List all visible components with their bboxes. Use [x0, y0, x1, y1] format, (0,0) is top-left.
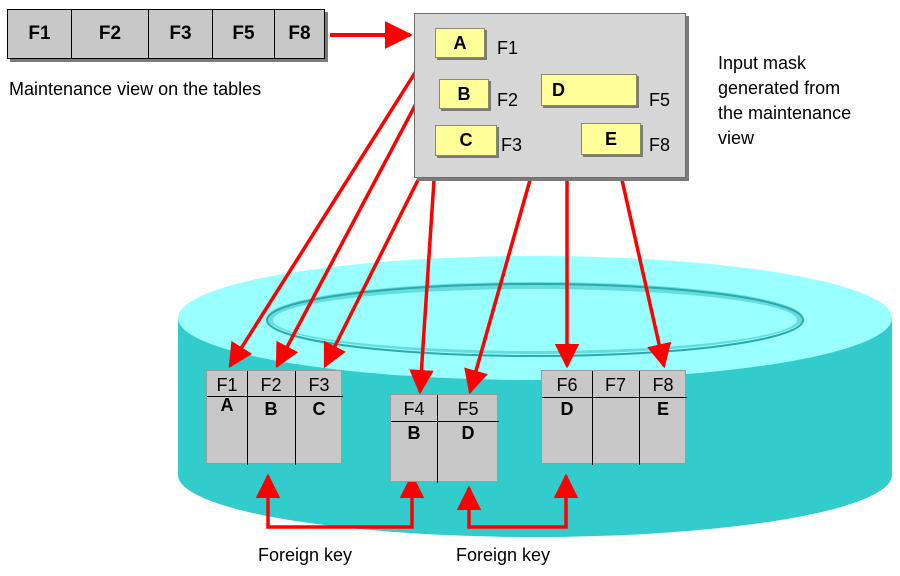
input-mask-caption-line: the maintenance — [718, 103, 852, 123]
column-value: C — [312, 399, 326, 419]
mask-field-label: F1 — [497, 38, 519, 58]
input-mask-caption-line: view — [718, 128, 755, 148]
foreign-key-connectors — [255, 473, 579, 529]
column-value: B — [264, 399, 278, 419]
table-column: F7 — [592, 371, 639, 463]
column-value: A — [220, 395, 234, 415]
column-divider — [592, 371, 593, 465]
column-header: F5 — [457, 399, 479, 419]
input-mask-caption-line: generated from — [718, 78, 841, 98]
mask-field-c: C — [435, 125, 497, 156]
column-divider — [639, 371, 640, 465]
table-column: F6 D — [542, 371, 592, 463]
maintenance-view-field: F1 — [8, 10, 72, 58]
mask-field-label: F8 — [649, 135, 671, 155]
foreign-key-label: Foreign key — [258, 545, 353, 565]
table-1: F1 A F2 B F3 C — [206, 370, 343, 465]
table-column: F8 E — [639, 371, 687, 463]
maintenance-view-caption: Maintenance view on the tables — [9, 79, 262, 99]
mask-field-label: F3 — [501, 135, 523, 155]
column-value: E — [656, 399, 669, 419]
mapping-arrows — [228, 67, 672, 395]
column-value: D — [560, 399, 574, 419]
column-header: F2 — [260, 375, 282, 395]
input-mask-caption: Input mask generated from the maintenanc… — [718, 51, 851, 151]
column-header: F6 — [556, 375, 578, 395]
mask-field-label: F5 — [649, 90, 671, 110]
header-divider — [542, 397, 687, 398]
maintenance-view-bar: F1 F2 F3 F5 F8 — [7, 9, 325, 59]
column-divider — [437, 395, 438, 483]
mask-field-b: B — [439, 79, 489, 109]
input-mask-caption-line: Input mask — [718, 53, 807, 73]
column-value: B — [407, 423, 421, 443]
column-header: F3 — [308, 375, 330, 395]
maintenance-view-field: F5 — [213, 10, 275, 58]
column-divider — [295, 371, 296, 465]
table-column: F2 B — [247, 371, 295, 463]
column-divider — [247, 371, 248, 465]
mask-field-a: A — [435, 28, 485, 58]
table-2: F4 B F5 D — [390, 394, 499, 483]
table-column: F4 B — [391, 395, 437, 481]
table-column: F3 C — [295, 371, 343, 463]
column-header: F4 — [403, 399, 425, 419]
mask-field-e: E — [581, 123, 641, 155]
maintenance-view-field: F8 — [288, 23, 311, 44]
mask-field-d: D — [541, 74, 637, 106]
column-header: F1 — [216, 375, 238, 395]
table-3: F6 D F7 F8 E — [541, 370, 687, 465]
maintenance-view-field: F3 — [149, 10, 213, 58]
header-divider — [391, 421, 499, 422]
mask-field-label: F2 — [497, 90, 519, 110]
column-value: D — [461, 423, 475, 443]
column-header: F7 — [604, 375, 626, 395]
maintenance-view-field: F2 — [72, 10, 149, 58]
foreign-key-label: Foreign key — [456, 545, 551, 565]
table-column: F5 D — [437, 395, 499, 481]
input-mask-panel: A F1 B F2 D F5 C F3 E F8 — [414, 13, 686, 178]
column-header: F8 — [652, 375, 674, 395]
header-divider — [207, 396, 343, 397]
table-column: F1 A — [207, 371, 247, 463]
